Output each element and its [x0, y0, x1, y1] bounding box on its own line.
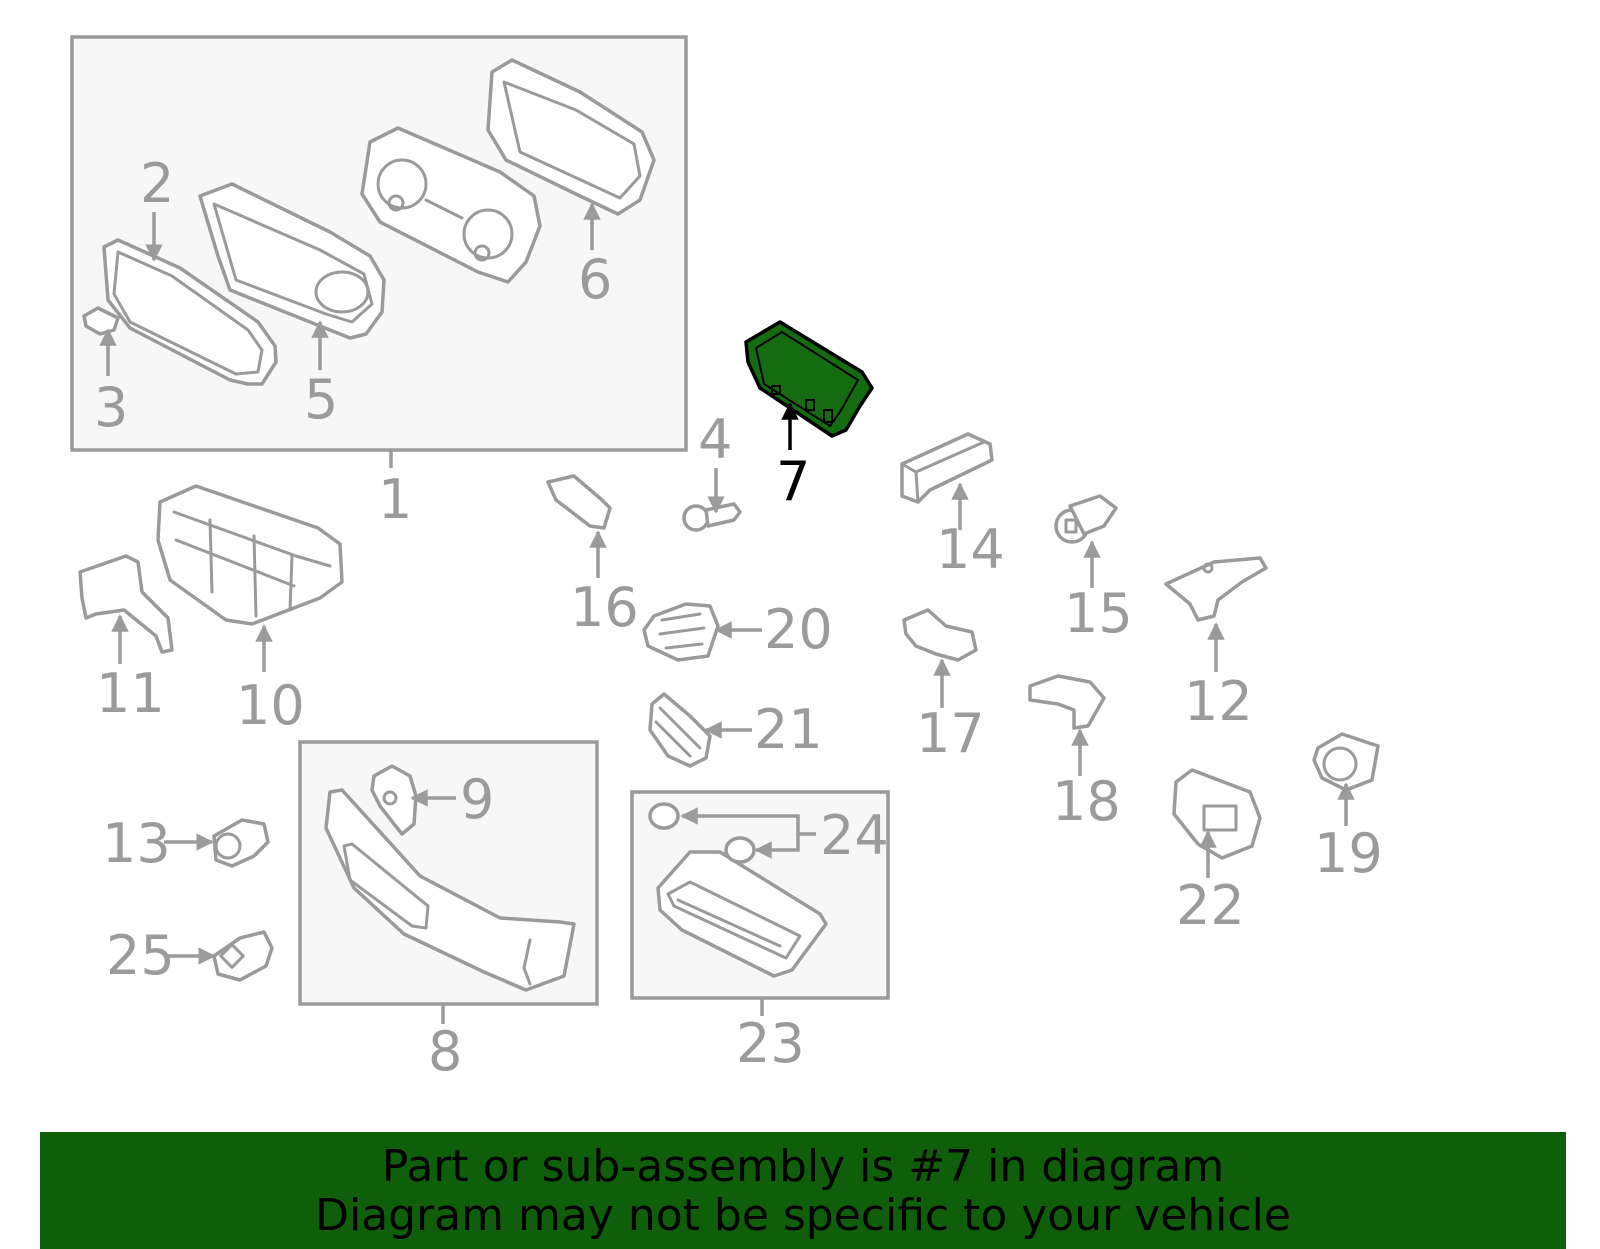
callout-25: 25 [106, 924, 175, 987]
callout-17: 17 [916, 702, 985, 765]
part-25-socket[interactable] [212, 930, 274, 982]
callout-21: 21 [754, 698, 823, 761]
callout-16: 16 [570, 576, 639, 639]
part-21-vent[interactable] [648, 692, 712, 768]
callout-14: 14 [936, 518, 1005, 581]
callout-23: 23 [736, 1012, 805, 1075]
part-7-switch-panel[interactable] [744, 320, 874, 438]
trim-assembly-box [298, 740, 599, 1024]
part-15-socket[interactable] [1054, 494, 1118, 544]
callout-2: 2 [140, 152, 174, 215]
part-11-bracket[interactable] [78, 554, 174, 654]
callout-12: 12 [1184, 670, 1253, 733]
callout-9: 9 [460, 768, 494, 831]
info-banner: Part or sub-assembly is #7 in diagram Di… [40, 1132, 1566, 1249]
part-17-clip-bracket[interactable] [902, 608, 978, 662]
callout-5: 5 [304, 368, 338, 431]
part-22-module[interactable] [1172, 768, 1262, 860]
callout-8: 8 [428, 1020, 462, 1083]
callout-15: 15 [1064, 582, 1133, 645]
part-12-sensor[interactable] [1164, 556, 1268, 622]
callout-13: 13 [102, 812, 171, 875]
callout-labels: 1 2 3 4 5 6 7 8 9 10 11 12 13 14 15 16 1… [94, 152, 1383, 1083]
part-16-trim[interactable] [546, 474, 612, 530]
leader-lines [99, 202, 1355, 965]
part-2-cluster-bezel[interactable] [102, 238, 278, 386]
callout-24: 24 [820, 804, 889, 867]
cluster-gauge-face [360, 126, 542, 284]
callout-22: 22 [1176, 874, 1245, 937]
part-19-sensor[interactable] [1312, 732, 1380, 792]
callout-20: 20 [764, 598, 833, 661]
callout-7: 7 [776, 450, 810, 513]
part-14-connector[interactable] [900, 432, 994, 504]
callout-6: 6 [578, 248, 612, 311]
part-9-bracket[interactable] [370, 764, 418, 836]
part-24-caps[interactable] [648, 802, 756, 864]
bezel-assembly-box [630, 790, 890, 1016]
callout-3: 3 [94, 376, 128, 439]
callout-4: 4 [698, 408, 732, 471]
part-20-vent[interactable] [642, 602, 720, 662]
part-13-socket[interactable] [212, 818, 270, 868]
part-18-bracket[interactable] [1028, 674, 1106, 730]
banner-line-disclaimer: Diagram may not be specific to your vehi… [315, 1190, 1291, 1241]
callout-19: 19 [1314, 822, 1383, 885]
callout-18: 18 [1052, 770, 1121, 833]
callout-10: 10 [236, 674, 305, 737]
banner-line-part-number: Part or sub-assembly is #7 in diagram [381, 1141, 1225, 1192]
part-5-cluster-housing[interactable] [198, 182, 386, 340]
part-10-control-module[interactable] [156, 484, 344, 626]
callout-11: 11 [96, 662, 165, 725]
part-6-rear-cover[interactable] [486, 58, 656, 216]
callout-1: 1 [378, 468, 412, 531]
part-4-screw[interactable] [682, 502, 742, 532]
